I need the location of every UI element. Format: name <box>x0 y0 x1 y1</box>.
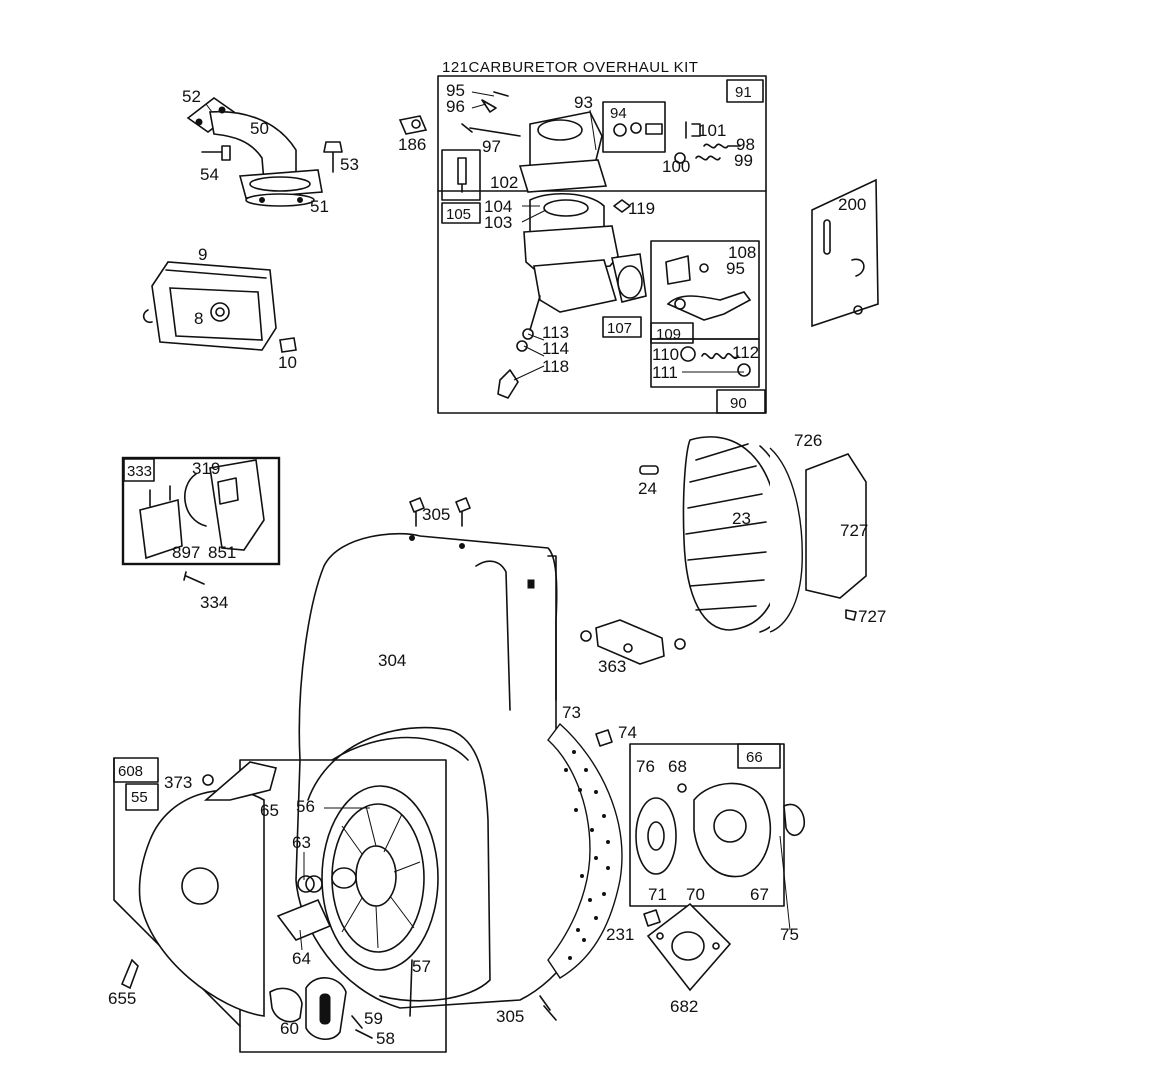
part-label-57: 57 <box>412 957 431 976</box>
part-label-52: 52 <box>182 87 201 106</box>
air-cleaner-drawing <box>142 261 297 353</box>
part-label-9: 9 <box>198 245 207 264</box>
boxed-label-90: 90 <box>730 395 747 412</box>
part-label-54: 54 <box>200 165 219 184</box>
boxed-label-107: 107 <box>607 320 632 337</box>
part-label-98: 98 <box>736 135 755 154</box>
part-label-63: 63 <box>292 833 311 852</box>
part-label-60: 60 <box>280 1019 299 1038</box>
part-label-67: 67 <box>750 885 769 904</box>
part-label-59: 59 <box>364 1009 383 1028</box>
pump-mount-682-drawing <box>646 902 732 992</box>
part-label-655: 655 <box>108 989 136 1008</box>
part-label-305-bottom: 305 <box>496 1007 524 1026</box>
boxed-label-109: 109 <box>656 326 681 343</box>
part-label-24: 24 <box>638 479 657 498</box>
part-label-231: 231 <box>606 925 634 944</box>
starter-cover-drawing <box>113 757 277 1027</box>
part-label-334: 334 <box>200 593 228 612</box>
part-label-95-right: 95 <box>726 259 745 278</box>
boxed-label-94: 94 <box>610 105 627 122</box>
boxed-label-608: 608 <box>118 763 143 780</box>
pulley-spokes <box>334 805 421 949</box>
part-label-53: 53 <box>340 155 359 174</box>
part-label-110: 110 <box>652 345 679 364</box>
part-label-10: 10 <box>278 353 297 372</box>
boxed-labels: 91 94 105 107 109 90 333 608 55 66 <box>118 84 763 806</box>
fitting-186-drawing <box>398 115 428 135</box>
part-labels: 52 50 54 53 51 186 9 8 10 95 96 93 97 10… <box>108 81 886 1048</box>
boxed-label-333: 333 <box>127 463 152 480</box>
part-label-97: 97 <box>482 137 501 156</box>
bracket-200-drawing <box>811 178 879 328</box>
boxed-label-91: 91 <box>735 84 752 101</box>
part-label-727-screw: 727 <box>858 607 886 626</box>
part-label-68: 68 <box>668 757 687 776</box>
part-label-727-shroud: 727 <box>840 521 868 540</box>
boxed-label-66: 66 <box>746 749 763 766</box>
part-label-73: 73 <box>562 703 581 722</box>
part-label-119: 119 <box>628 199 655 218</box>
part-label-118: 118 <box>542 357 569 376</box>
screw-334-drawing <box>183 571 205 585</box>
part-label-104: 104 <box>484 197 512 216</box>
part-label-99: 99 <box>734 151 753 170</box>
part-label-304: 304 <box>378 651 406 670</box>
part-label-319: 319 <box>192 459 220 478</box>
part-label-851: 851 <box>208 543 236 562</box>
part-label-100: 100 <box>662 157 690 176</box>
part-label-76: 76 <box>636 757 655 776</box>
part-label-8: 8 <box>194 309 203 328</box>
part-label-111: 111 <box>652 363 678 382</box>
part-label-58: 58 <box>376 1029 395 1048</box>
leader-lines <box>205 91 791 951</box>
ignition-module-box <box>121 456 281 566</box>
part-label-23: 23 <box>732 509 751 528</box>
starter-handle-drawing <box>269 977 373 1040</box>
part-label-51: 51 <box>310 197 329 216</box>
part-label-103: 103 <box>484 213 512 232</box>
part-label-363: 363 <box>598 657 626 676</box>
part-label-113: 113 <box>542 323 569 342</box>
part-label-75: 75 <box>780 925 799 944</box>
part-label-102: 102 <box>490 173 518 192</box>
part-label-305-top: 305 <box>422 505 450 524</box>
part-label-726: 726 <box>794 431 822 450</box>
part-label-897: 897 <box>172 543 200 562</box>
pump-assembly-box <box>629 743 806 907</box>
part-label-70: 70 <box>686 885 705 904</box>
flywheel-drawing <box>639 436 867 633</box>
part-label-96: 96 <box>446 97 465 116</box>
part-label-74: 74 <box>618 723 637 742</box>
part-label-95-top: 95 <box>446 81 465 100</box>
screen-perforations <box>564 750 610 960</box>
carburetor-drawing <box>457 91 752 399</box>
carburetor-kit-frame <box>437 75 767 414</box>
part-label-65: 65 <box>260 801 279 820</box>
boxed-label-55: 55 <box>131 789 148 806</box>
kit-title: 121CARBURETOR OVERHAUL KIT <box>442 59 698 76</box>
boxed-label-105: 105 <box>446 206 471 223</box>
part-label-101: 101 <box>698 121 726 140</box>
part-label-50: 50 <box>250 119 269 138</box>
part-label-93: 93 <box>574 93 593 112</box>
part-label-200: 200 <box>838 195 866 214</box>
part-label-373: 373 <box>164 773 192 792</box>
part-label-114: 114 <box>542 339 569 358</box>
intake-elbow-drawing <box>186 97 343 207</box>
part-label-682: 682 <box>670 997 698 1016</box>
part-label-71: 71 <box>648 885 667 904</box>
part-label-64: 64 <box>292 949 311 968</box>
part-label-56: 56 <box>296 797 315 816</box>
part-label-112: 112 <box>732 343 759 362</box>
small-hardware <box>409 497 857 1021</box>
bracket-363-drawing <box>580 619 686 665</box>
part-label-108: 108 <box>728 243 756 262</box>
flywheel-fins <box>685 443 767 611</box>
part-label-186: 186 <box>398 135 426 154</box>
